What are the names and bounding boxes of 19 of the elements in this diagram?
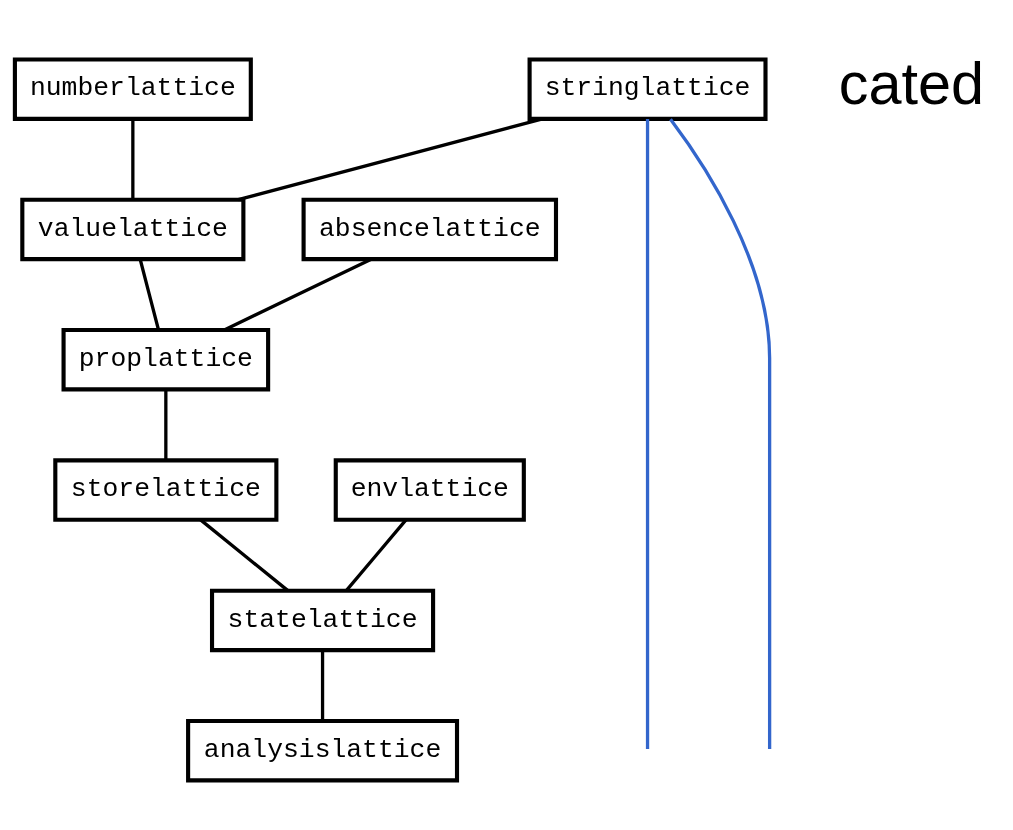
node-box: storelattice [53, 458, 279, 522]
connector [138, 258, 161, 331]
connector [237, 117, 542, 202]
connector [320, 650, 325, 721]
connector [199, 518, 289, 592]
connector [164, 389, 168, 461]
label: cated [838, 49, 985, 117]
node-box: envlattice [333, 458, 526, 522]
node-box: proplattice [61, 328, 271, 392]
node-box: analysislattice [186, 718, 460, 783]
node-box: valuelattice [20, 197, 246, 262]
connector [131, 119, 135, 200]
node-box: stringlattice [527, 57, 768, 121]
connector [669, 118, 772, 749]
connector [345, 518, 408, 592]
connector [645, 118, 650, 749]
node-box: absencelattice [301, 197, 559, 262]
node-box: statelattice [209, 588, 436, 653]
node-box: numberlattice [12, 57, 253, 121]
